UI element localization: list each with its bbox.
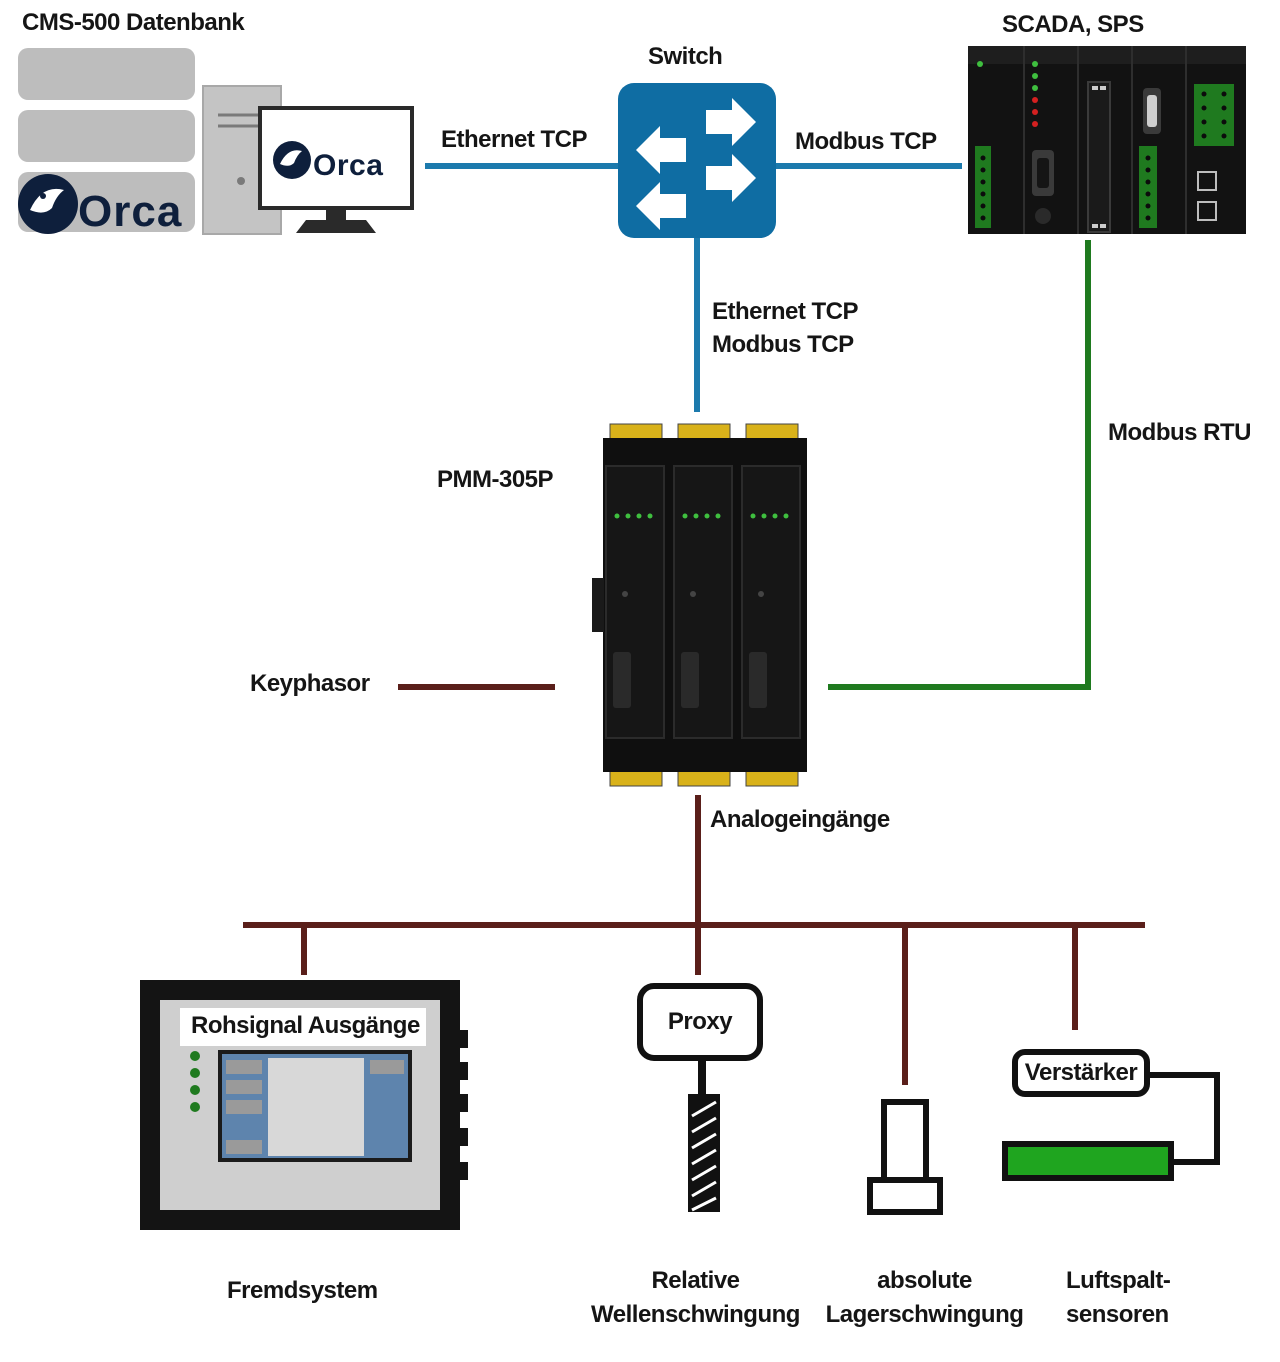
database-label: CMS-500 Datenbank (22, 9, 245, 36)
airgap-caption-line-1: Luftspalt- (1066, 1267, 1171, 1294)
orca-logo-text-large: Orca (78, 187, 183, 236)
airgap-caption: Luftspalt- sensoren (1066, 1264, 1171, 1332)
conn-label-switch-pmm: Ethernet TCP Modbus TCP (712, 295, 859, 361)
conn-label-scada-pmm: Modbus RTU (1108, 419, 1251, 446)
pmm-305p-device-icon (592, 423, 807, 787)
airgap-caption-line-2: sensoren (1066, 1301, 1169, 1328)
orca-logo-large (18, 174, 78, 234)
monitor-icon (258, 106, 414, 233)
network-switch-icon (618, 83, 776, 238)
switch-label: Switch (648, 43, 723, 70)
scada-label: SCADA, SPS (1002, 11, 1144, 38)
conn-label-db-switch: Ethernet TCP (441, 126, 588, 153)
bearing-caption-line-2: Lagerschwingung (825, 1301, 1024, 1328)
conn-label-analog-inputs: Analogeingänge (710, 806, 890, 833)
modbus-rtu-line (828, 240, 1091, 690)
fremdsystem-screen-label: Rohsignal Ausgänge (191, 1012, 420, 1039)
orca-logo-text-monitor: Orca (313, 149, 384, 182)
proxy-box-label: Proxy (667, 1008, 733, 1035)
conn-label-switch-pmm-line-2: Modbus TCP (712, 331, 854, 358)
fremdsystem-device-icon (140, 980, 468, 1230)
bearing-caption-line-1: absolute (877, 1267, 972, 1294)
fremdsystem-caption: Fremdsystem (227, 1277, 378, 1304)
accelerometer-sensor-icon (867, 1099, 943, 1215)
amplifier-box-label: Verstärker (1024, 1059, 1138, 1086)
proxy-caption-line-2: Wellenschwingung (591, 1301, 800, 1328)
keyphasor-label: Keyphasor (250, 670, 370, 697)
airgap-sensor-icon (1002, 1049, 1220, 1181)
proxy-sensor-icon (637, 983, 763, 1212)
conn-label-switch-scada: Modbus TCP (795, 128, 937, 155)
pmm-label: PMM-305P (437, 466, 554, 493)
proxy-caption-line-1: Relative (651, 1267, 740, 1294)
scada-plc-icon (968, 46, 1246, 234)
proxy-caption: Relative Wellenschwingung (588, 1264, 803, 1332)
bearing-caption: absolute Lagerschwingung (822, 1264, 1027, 1332)
conn-label-switch-pmm-line-1: Ethernet TCP (712, 298, 859, 325)
connection-lines (243, 163, 1145, 1085)
